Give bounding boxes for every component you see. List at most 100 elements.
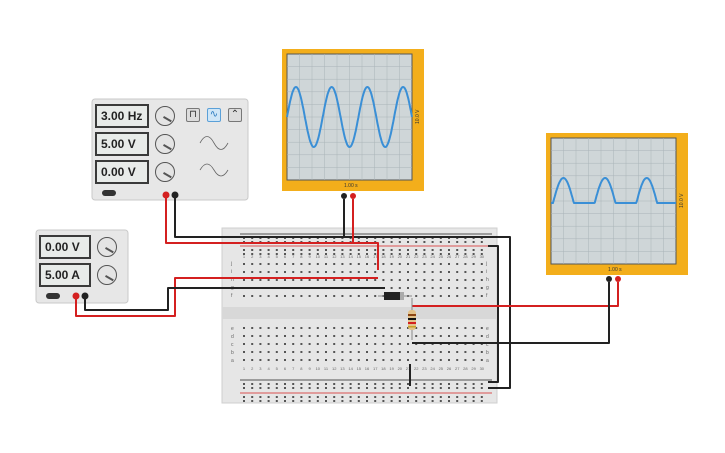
breadboard-hole[interactable] — [349, 343, 352, 345]
breadboard-hole[interactable] — [439, 287, 442, 289]
breadboard-hole[interactable] — [382, 279, 385, 281]
breadboard-hole[interactable] — [464, 279, 467, 281]
breadboard-hole[interactable] — [341, 400, 344, 402]
breadboard-hole[interactable] — [415, 287, 418, 289]
breadboard-hole[interactable] — [308, 387, 311, 389]
breadboard-hole[interactable] — [374, 263, 377, 265]
breadboard-hole[interactable] — [366, 396, 368, 398]
breadboard-hole[interactable] — [341, 335, 344, 337]
breadboard-hole[interactable] — [292, 295, 295, 297]
breadboard-hole[interactable] — [374, 295, 377, 297]
oscilloscope-1[interactable] — [282, 49, 424, 199]
breadboard-hole[interactable] — [300, 335, 303, 337]
breadboard-hole[interactable] — [448, 327, 450, 329]
breadboard-hole[interactable] — [456, 287, 459, 289]
breadboard-hole[interactable] — [431, 287, 434, 289]
breadboard-hole[interactable] — [382, 400, 385, 402]
breadboard-hole[interactable] — [439, 295, 442, 297]
breadboard-hole[interactable] — [366, 387, 368, 389]
breadboard-hole[interactable] — [423, 249, 426, 251]
offset-knob[interactable] — [155, 162, 175, 182]
breadboard-hole[interactable] — [366, 327, 368, 329]
breadboard-hole[interactable] — [480, 263, 483, 265]
breadboard-hole[interactable] — [349, 351, 352, 353]
breadboard-hole[interactable] — [316, 249, 319, 251]
breadboard-hole[interactable] — [357, 335, 360, 337]
breadboard-hole[interactable] — [382, 396, 385, 398]
breadboard-hole[interactable] — [275, 396, 278, 398]
breadboard-hole[interactable] — [374, 271, 377, 273]
breadboard-hole[interactable] — [316, 383, 319, 385]
breadboard-hole[interactable] — [464, 335, 467, 337]
breadboard-hole[interactable] — [423, 271, 426, 273]
breadboard-hole[interactable] — [357, 253, 360, 255]
breadboard-hole[interactable] — [423, 383, 426, 385]
breadboard-hole[interactable] — [374, 253, 377, 255]
breadboard-hole[interactable] — [349, 396, 352, 398]
breadboard-hole[interactable] — [325, 387, 327, 389]
breadboard-hole[interactable] — [308, 279, 311, 281]
breadboard-hole[interactable] — [259, 335, 262, 337]
breadboard-hole[interactable] — [325, 253, 327, 255]
breadboard-hole[interactable] — [349, 335, 352, 337]
breadboard-hole[interactable] — [382, 263, 385, 265]
fg-terminal-black[interactable] — [171, 191, 179, 199]
breadboard-hole[interactable] — [390, 400, 393, 402]
breadboard-hole[interactable] — [333, 279, 336, 281]
breadboard-hole[interactable] — [275, 253, 278, 255]
breadboard-hole[interactable] — [448, 287, 450, 289]
breadboard-hole[interactable] — [292, 383, 295, 385]
breadboard-hole[interactable] — [407, 383, 409, 385]
resistor[interactable] — [408, 298, 416, 340]
diode[interactable] — [378, 292, 412, 300]
breadboard-hole[interactable] — [472, 249, 475, 251]
breadboard-hole[interactable] — [431, 271, 434, 273]
breadboard-hole[interactable] — [243, 387, 245, 389]
breadboard-hole[interactable] — [472, 287, 475, 289]
breadboard-hole[interactable] — [374, 249, 377, 251]
breadboard-hole[interactable] — [448, 400, 450, 402]
breadboard-hole[interactable] — [341, 383, 344, 385]
breadboard-hole[interactable] — [439, 279, 442, 281]
breadboard-hole[interactable] — [251, 279, 254, 281]
breadboard-hole[interactable] — [382, 387, 385, 389]
breadboard-hole[interactable] — [464, 359, 467, 361]
breadboard-hole[interactable] — [423, 351, 426, 353]
breadboard-hole[interactable] — [407, 249, 409, 251]
breadboard-hole[interactable] — [357, 387, 360, 389]
breadboard-hole[interactable] — [267, 295, 270, 297]
breadboard-hole[interactable] — [349, 387, 352, 389]
breadboard-hole[interactable] — [267, 396, 270, 398]
breadboard-hole[interactable] — [448, 396, 450, 398]
breadboard-hole[interactable] — [398, 253, 401, 255]
breadboard-hole[interactable] — [316, 263, 319, 265]
breadboard-hole[interactable] — [325, 327, 327, 329]
breadboard-hole[interactable] — [292, 253, 295, 255]
breadboard-hole[interactable] — [456, 396, 459, 398]
breadboard-hole[interactable] — [267, 343, 270, 345]
breadboard-hole[interactable] — [398, 400, 401, 402]
breadboard-hole[interactable] — [431, 359, 434, 361]
breadboard-hole[interactable] — [243, 279, 245, 281]
breadboard-hole[interactable] — [308, 383, 311, 385]
breadboard-hole[interactable] — [341, 271, 344, 273]
breadboard-hole[interactable] — [349, 400, 352, 402]
breadboard-hole[interactable] — [325, 271, 327, 273]
breadboard-hole[interactable] — [431, 253, 434, 255]
breadboard-hole[interactable] — [259, 327, 262, 329]
breadboard-hole[interactable] — [325, 351, 327, 353]
breadboard-hole[interactable] — [275, 387, 278, 389]
breadboard-hole[interactable] — [357, 359, 360, 361]
breadboard-hole[interactable] — [251, 383, 254, 385]
breadboard-hole[interactable] — [390, 359, 393, 361]
breadboard-hole[interactable] — [259, 359, 262, 361]
breadboard-hole[interactable] — [415, 383, 418, 385]
breadboard-hole[interactable] — [243, 335, 245, 337]
breadboard-hole[interactable] — [382, 271, 385, 273]
breadboard-hole[interactable] — [456, 271, 459, 273]
breadboard-hole[interactable] — [243, 295, 245, 297]
breadboard-hole[interactable] — [275, 249, 278, 251]
breadboard-hole[interactable] — [243, 359, 245, 361]
breadboard-hole[interactable] — [267, 253, 270, 255]
breadboard-hole[interactable] — [243, 249, 245, 251]
